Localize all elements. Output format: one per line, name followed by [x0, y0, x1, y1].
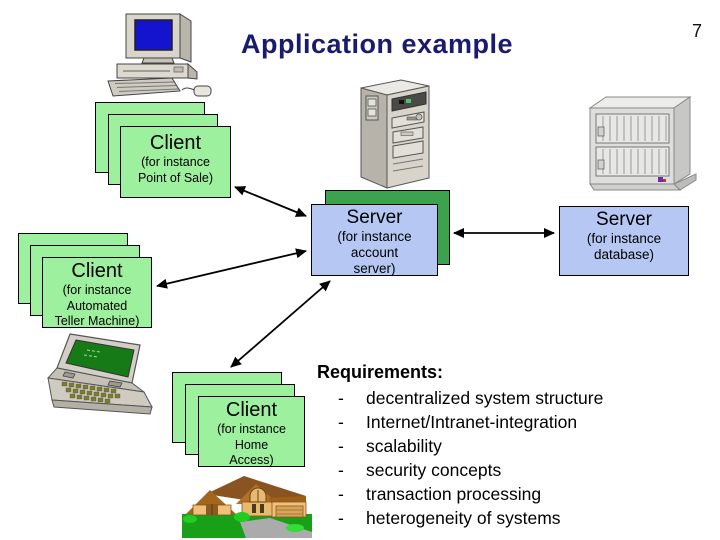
requirement-item: - scalability: [317, 434, 715, 458]
requirement-text: decentralized system structure: [366, 388, 604, 408]
client-home-box: Client (for instance Home Access): [198, 396, 305, 467]
client-atm-sub-line: Teller Machine): [54, 314, 140, 328]
tower-server-icon: [347, 76, 443, 190]
bullet-dash: -: [338, 484, 344, 504]
requirement-item: - transaction processing: [317, 482, 715, 506]
desktop-computer-icon: [98, 12, 218, 102]
client-pos-box: Client (for instance Point of Sale): [120, 126, 231, 198]
bullet-dash: -: [338, 460, 344, 480]
client-atm-title: Client: [71, 260, 123, 282]
client-atm-sub-line: (for instance: [62, 283, 132, 297]
requirement-text: Internet/Intranet-integration: [366, 412, 578, 432]
laptop-icon: [40, 330, 158, 425]
server-database-box: Server (for instance database): [559, 206, 689, 276]
bullet-dash: -: [338, 508, 344, 528]
bullet-dash: -: [338, 412, 344, 432]
requirements-list: Requirements: - decentralized system str…: [317, 358, 715, 530]
requirement-text: heterogeneity of systems: [366, 508, 561, 528]
arrow-home-to-account-server: [230, 280, 331, 368]
server-database-sub-line: database): [593, 247, 655, 262]
client-home-sub-line: Access): [229, 453, 274, 467]
server-account-sub-line: server): [353, 261, 396, 276]
arrow-atm-to-account-server: [156, 248, 307, 289]
client-home-title: Client: [225, 399, 278, 421]
client-home-sub-line: Home: [234, 437, 269, 452]
server-database-title: Server: [596, 209, 652, 230]
client-pos-title: Client: [149, 132, 202, 154]
server-account-title: Server: [346, 207, 403, 228]
client-atm-box: Client (for instance Automated Teller Ma…: [42, 257, 152, 328]
client-pos-sub-line: Point of Sale): [137, 170, 214, 185]
house-icon: [182, 472, 312, 538]
server-account-sub-line: account: [350, 245, 399, 260]
bullet-dash: -: [338, 436, 344, 456]
server-database-sub-line: (for instance: [586, 231, 662, 246]
requirement-text: security concepts: [366, 460, 502, 480]
page-title: Application example: [241, 29, 514, 59]
requirement-item: - Internet/Intranet-integration: [317, 410, 715, 434]
requirement-text: scalability: [366, 436, 442, 456]
requirement-text: transaction processing: [366, 484, 542, 504]
client-atm-sub-line: Automated: [66, 298, 128, 313]
client-home-sub-line: (for instance: [217, 422, 286, 436]
requirement-item: - decentralized system structure: [317, 386, 715, 410]
server-account-sub-line: (for instance: [337, 229, 412, 244]
requirements-heading: Requirements:: [317, 362, 444, 382]
bullet-dash: -: [338, 388, 344, 408]
client-pos-sub-line: (for instance: [141, 155, 210, 169]
page-number: 7: [692, 21, 703, 41]
requirement-item: - heterogeneity of systems: [317, 506, 715, 530]
server-account-box: Server (for instance account server): [311, 204, 438, 276]
arrow-pos-to-account-server: [234, 186, 307, 217]
server-cabinet-icon: [584, 90, 702, 198]
requirement-item: - security concepts: [317, 458, 715, 482]
